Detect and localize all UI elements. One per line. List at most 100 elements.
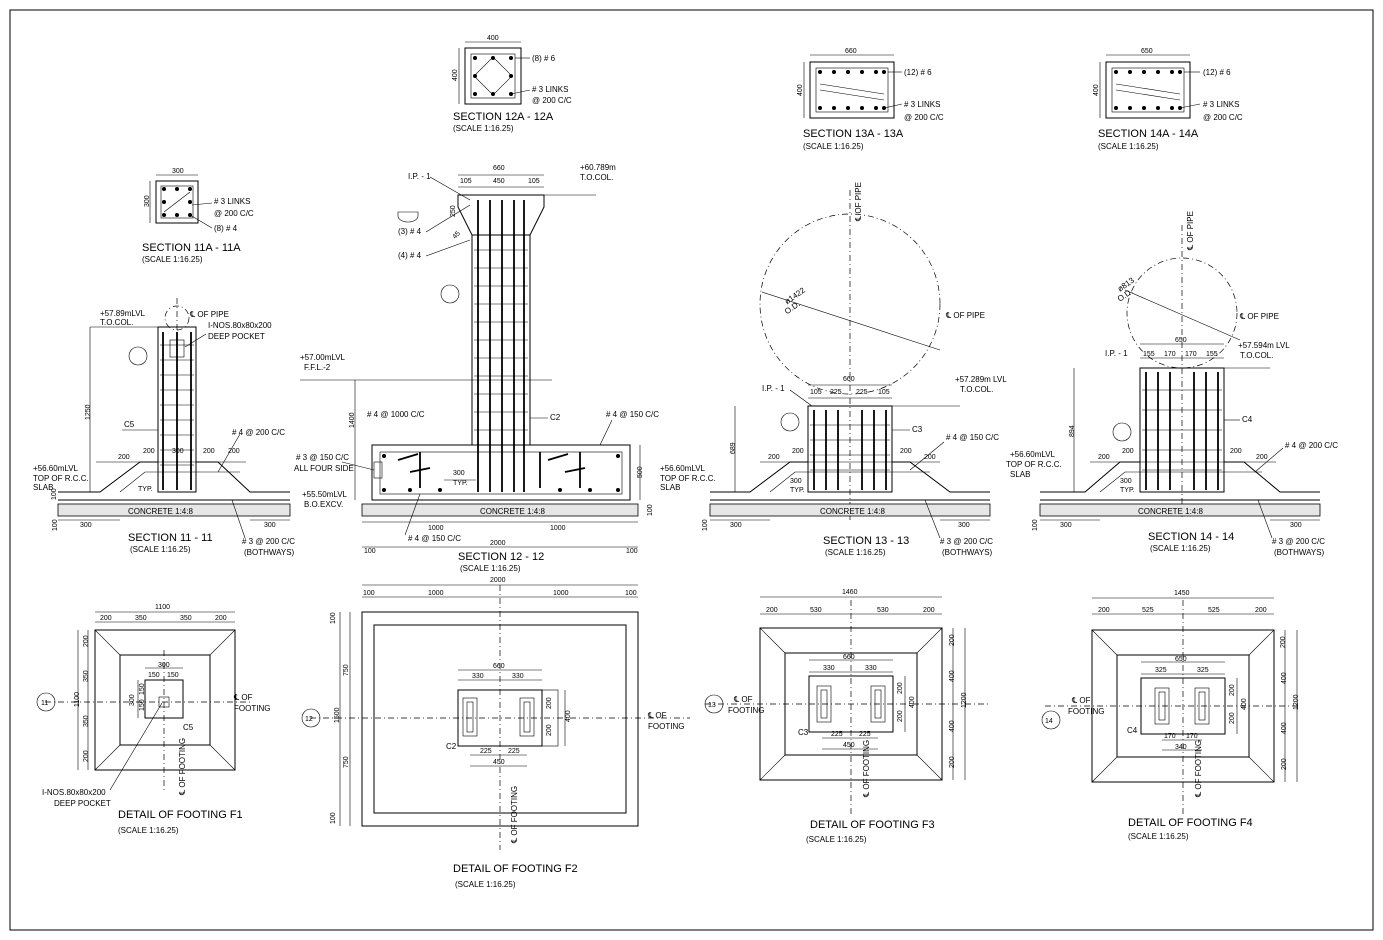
s13-pipe-v: ℄ OF PIPE — [854, 182, 863, 222]
s12-ffl-lvl: +57.00mLVL — [300, 353, 346, 362]
f3-w225a: 225 — [831, 731, 843, 738]
footing-f1: 11 1100 200 350 350 200 300 150 150 200 … — [36, 604, 270, 835]
section-11a: 300 300 # 3 LINKS @ 200 C/C (8) # 4 SECT… — [142, 168, 254, 264]
f3-w1460: 1460 — [842, 589, 858, 596]
footing-f3: 13 1460 200 530 530 200 660 330 330 225 … — [704, 589, 990, 844]
s12-h250: 250 — [450, 205, 457, 217]
s13-h100: 100 — [702, 519, 709, 531]
s13-lvl-top: +57.289m LVL — [955, 375, 1007, 384]
s13-rcc1: TOP OF R.C.C. — [660, 474, 716, 483]
f1-h200b: 200 — [83, 750, 90, 762]
s14a-bars: (12) # 6 — [1203, 68, 1231, 77]
s12a-height: 400 — [452, 69, 459, 81]
f4-w1450: 1450 — [1174, 590, 1190, 597]
s11-scale: (SCALE 1:16.25) — [130, 545, 191, 554]
s13-ip: I.P. - 1 — [762, 384, 785, 393]
f2-tag: 12 — [305, 716, 313, 723]
f1-h300: 300 — [129, 694, 136, 706]
f3-h400a: 400 — [949, 670, 956, 682]
s12-w1000a: 1000 — [428, 525, 444, 532]
s14-rcc1: TOP OF R.C.C. — [1006, 460, 1062, 469]
s12-scale: (SCALE 1:16.25) — [460, 564, 521, 573]
s12-w105b: 105 — [528, 178, 540, 185]
s12-w105a: 105 — [460, 178, 472, 185]
s12-bar-c: # 4 @ 1000 C/C — [367, 410, 425, 419]
s13-rcc2: SLAB — [660, 483, 680, 492]
f2-clv: ℄ OF FOOTING — [510, 786, 519, 844]
f1-h350b: 350 — [83, 715, 90, 727]
f4-w200b: 200 — [1255, 607, 1267, 614]
s14-col: C4 — [1242, 415, 1253, 424]
s12-w450: 450 — [493, 178, 505, 185]
f2-w1000a: 1000 — [428, 590, 444, 597]
s12a-scale: (SCALE 1:16.25) — [453, 124, 514, 133]
f4-w525a: 525 — [1142, 607, 1154, 614]
s11-pipe: ℄ OF PIPE — [189, 310, 229, 319]
section-14a: 650 400 (12) # 6 # 3 LINKS @ 200 C/C SEC… — [1093, 48, 1243, 151]
s12-allsides: ALL FOUR SIDE — [294, 464, 354, 473]
f3-title: DETAIL OF FOOTING F3 — [810, 819, 935, 831]
s13a-links: # 3 LINKS — [904, 100, 940, 109]
s12a-title: SECTION 12A - 12A — [453, 111, 554, 123]
s13-h689: 689 — [730, 442, 737, 454]
s13-bar2: # 3 @ 200 C/C — [940, 537, 993, 546]
sheet-border — [9, 9, 1374, 931]
f1-w350a: 350 — [135, 615, 147, 622]
s14-w155a: 155 — [1143, 351, 1155, 358]
f2-w100b: 100 — [625, 590, 637, 597]
f4-h200c: 200 — [1229, 684, 1236, 696]
f1-cl: ℄ OF — [233, 693, 253, 702]
s14-w170b: 170 — [1185, 351, 1197, 358]
f2-h1500: 1500 — [334, 707, 341, 723]
f1-cl2: FOOTING — [234, 704, 270, 713]
f4-h400b: 400 — [1281, 722, 1288, 734]
s12-lvl-top: +60.789m — [580, 163, 616, 172]
s14-bar2: # 3 @ 200 C/C — [1272, 537, 1325, 546]
f2-h200b: 200 — [546, 724, 553, 736]
f4-col: C4 — [1127, 726, 1138, 735]
f1-h150b: 150 — [139, 699, 146, 711]
s11a-title: SECTION 11A - 11A — [142, 242, 241, 254]
s14a-links: # 3 LINKS — [1203, 100, 1239, 109]
s14a-width: 650 — [1141, 48, 1153, 55]
s13-d200a: 200 — [768, 454, 780, 461]
f3-w330b: 330 — [865, 665, 877, 672]
f2-w660: 660 — [493, 663, 505, 670]
f2-title: DETAIL OF FOOTING F2 — [453, 863, 578, 875]
f3-tag: 13 — [708, 702, 716, 709]
f2-w2000: 2000 — [490, 577, 506, 584]
s14-rcc2: SLAB — [1010, 470, 1030, 479]
s11-d200a: 200 — [118, 454, 130, 461]
s12-typ: TYP. — [453, 480, 468, 487]
f3-w530b: 530 — [877, 607, 889, 614]
s12a-width: 400 — [487, 35, 499, 42]
s12-bar-d: # 4 @ 150 C/C — [606, 410, 659, 419]
f4-h200d: 200 — [1229, 712, 1236, 724]
s11-tocol: T.O.COL. — [100, 318, 133, 327]
f2-h200a: 200 — [546, 697, 553, 709]
s12-bar-b: (4) # 4 — [398, 251, 422, 260]
s13-title: SECTION 13 - 13 — [823, 535, 909, 547]
s12-h100: 100 — [647, 504, 654, 516]
f2-cl: ℄ OF — [647, 711, 667, 720]
s12-bar-f: # 4 @ 150 C/C — [408, 534, 461, 543]
f3-w450: 450 — [843, 742, 855, 749]
f1-w150a: 150 — [148, 672, 160, 679]
s12-w100a: 100 — [364, 548, 376, 555]
s11-d100a: 100 — [51, 488, 58, 500]
f2-w330a: 330 — [472, 673, 484, 680]
s14-h894: 894 — [1069, 425, 1076, 437]
f1-w200b: 200 — [215, 615, 227, 622]
s13-d300r: 300 — [958, 522, 970, 529]
s11-d300r: 300 — [264, 522, 276, 529]
f2-h100a: 100 — [330, 612, 337, 624]
s13-tocol: T.O.COL. — [960, 385, 993, 394]
s14-scale: (SCALE 1:16.25) — [1150, 544, 1211, 553]
section-12a: 400 400 (8) # 6 # 3 LINKS @ 200 C/C SECT… — [452, 35, 572, 133]
s13-d300l: 300 — [730, 522, 742, 529]
s14-rcc-lvl: +56.60mLVL — [1010, 450, 1056, 459]
s14a-scale: (SCALE 1:16.25) — [1098, 142, 1159, 151]
section-13-13: ℄ OF PIPE ℄ OF PIPE ø1422 O.D. 660 105 2… — [660, 182, 1007, 557]
s11-d300l: 300 — [80, 522, 92, 529]
f1-pocket1: I-NOS.80x80x200 — [42, 788, 106, 797]
